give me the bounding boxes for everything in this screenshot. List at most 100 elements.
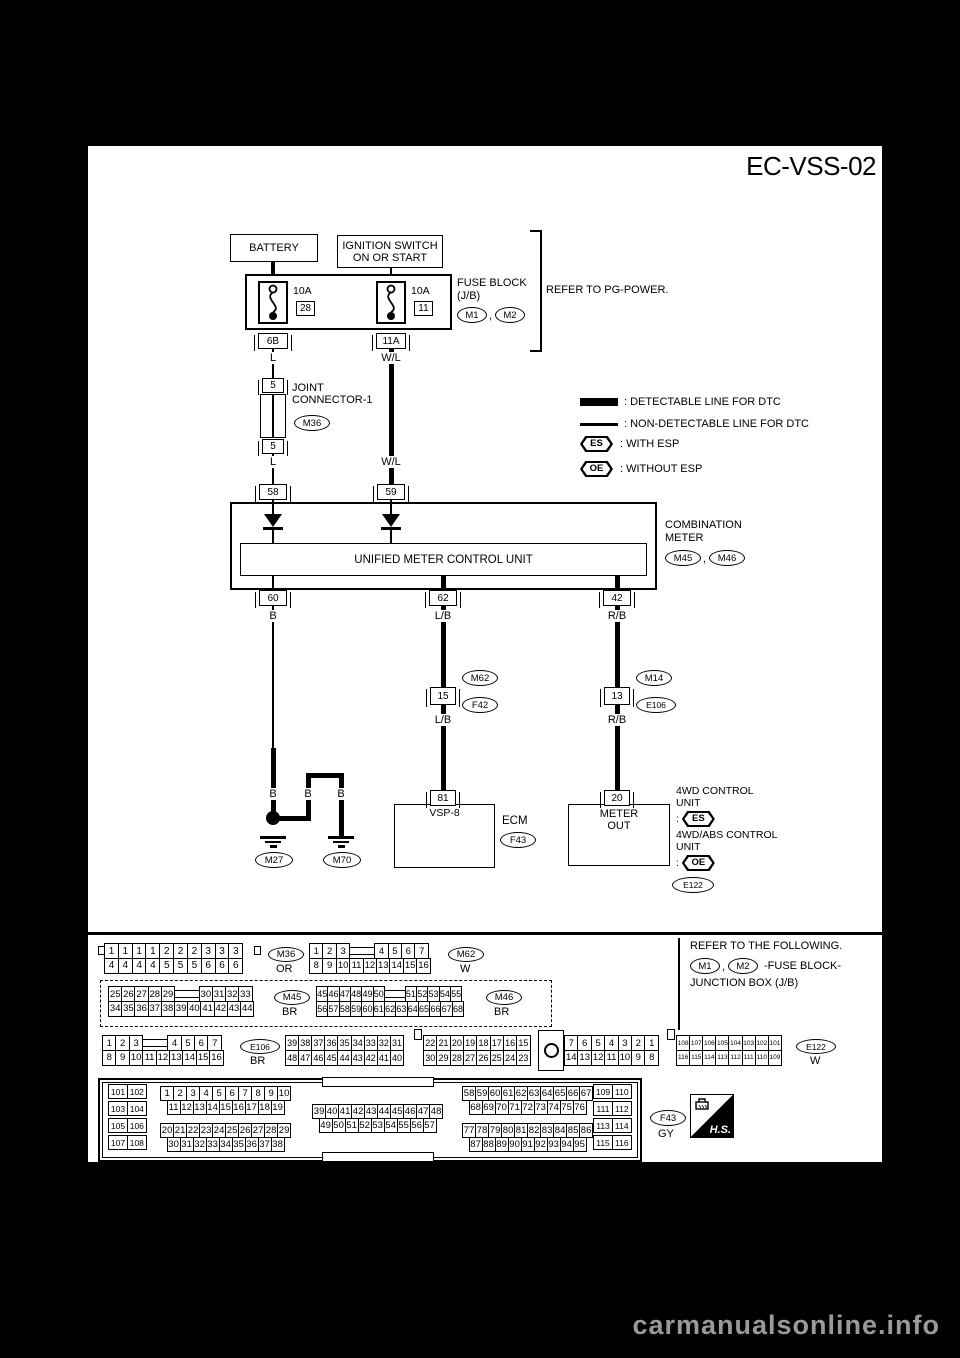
connector-pin: 7	[207, 1035, 223, 1051]
connector-pin: 9	[115, 1049, 130, 1066]
connector-pin: 10	[335, 957, 351, 974]
connector-pin: 57	[327, 1000, 340, 1017]
connector-pin: 4	[604, 1035, 619, 1051]
connector-pin: 2	[173, 943, 189, 959]
connector-color-m46: BR	[494, 1006, 510, 1018]
connector-pin: 101	[108, 1084, 128, 1099]
wire-color-b: B	[259, 610, 287, 622]
connector-pin: 4	[167, 1035, 182, 1051]
connector-color-m36: OR	[276, 963, 293, 975]
connector-pin: 12	[362, 957, 378, 974]
watermark: carmanualsonline.info	[632, 1310, 940, 1340]
meter-out-label-2: OUT	[607, 820, 631, 832]
connector-pin: 15	[402, 957, 418, 974]
connector-pin: 6	[194, 1035, 209, 1051]
connector-pin: 10	[128, 1049, 144, 1066]
connector-color-e106: BR	[250, 1055, 266, 1067]
connector-pin: 23	[516, 1049, 531, 1066]
joint-label-2: CONNECTOR-1	[292, 394, 373, 406]
connector-ref-m2: M2	[495, 307, 525, 323]
meter-out-label-1: METER	[599, 808, 639, 820]
connector-pin: 86	[579, 1123, 594, 1138]
wire	[614, 576, 620, 590]
wire	[614, 705, 620, 790]
4wd-oe-row: : OE	[676, 855, 715, 871]
wire	[338, 773, 344, 836]
ground-icon	[328, 836, 354, 850]
refer-following-title: REFER TO THE FOLLOWING.	[690, 940, 843, 952]
connector-ref-e122: E122	[672, 877, 714, 893]
connector-pin: 1	[644, 1035, 660, 1051]
connector-pin: 6	[401, 943, 416, 959]
connector-pin: 13	[577, 1049, 592, 1066]
connector-pin: 48	[429, 1104, 444, 1119]
4wd-control-label: 4WD CONTROL	[676, 785, 754, 797]
connector-pin: 3	[228, 943, 244, 959]
connector-pin: 95	[572, 1136, 587, 1152]
connector-pin: 64	[406, 1000, 419, 1017]
connector-pin: 11	[142, 1049, 157, 1066]
connector-pin: 105	[108, 1118, 128, 1133]
hs-view-icon: H.S.	[690, 1094, 734, 1138]
connector-ref-m45: M45	[665, 550, 701, 566]
joint-divider	[272, 395, 274, 437]
wire-color-wl2: W/L	[377, 456, 405, 468]
terminal-20: 20	[600, 790, 634, 808]
fuse-block-note: -FUSE BLOCK-	[764, 960, 842, 972]
wire	[388, 349, 394, 484]
connector-pin: 5	[159, 957, 175, 974]
connector-pin: 8	[102, 1049, 117, 1066]
wire	[614, 606, 620, 687]
connector-pin: 9	[631, 1049, 646, 1066]
connector-pin: 3	[335, 943, 351, 959]
connector-pin: 16	[502, 1035, 518, 1051]
page-title: EC-VSS-02	[746, 151, 876, 181]
connector-ref-m36: M36	[294, 415, 330, 431]
connector-pin: 55	[396, 1117, 411, 1133]
connector-pin: 67	[579, 1086, 594, 1101]
connector-pin: 51	[344, 1117, 359, 1133]
connector-pin: 68	[451, 1000, 465, 1017]
connector-pin: 2	[159, 943, 175, 959]
connector-tab	[254, 946, 261, 955]
connector-pin: 5	[180, 1035, 196, 1051]
joint-pin-bottom: 5	[258, 439, 288, 456]
terminal-59: 59	[373, 484, 409, 502]
connector-pin: 1	[145, 943, 161, 959]
connector-pin: 21	[436, 1035, 451, 1051]
connector-pin: 101	[767, 1035, 783, 1051]
connector-pin: 3	[617, 1035, 633, 1051]
connector-pin: 22	[423, 1035, 438, 1051]
connector-pin: 8	[309, 957, 324, 974]
4wd-abs-control-label: 4WD/ABS CONTROL	[676, 829, 778, 841]
connector-ref-m62-grid: M62	[448, 947, 484, 962]
connector-pin: 108	[126, 1135, 147, 1150]
connector-pin: 2	[115, 1035, 130, 1051]
connector-pin: 104	[126, 1101, 147, 1116]
connector-pin: 5	[387, 943, 403, 959]
connector-pin: 1	[104, 943, 119, 959]
connector-tab	[98, 946, 105, 955]
combination-meter-label-2: METER	[665, 532, 704, 544]
connector-pin: 57	[422, 1117, 437, 1133]
connector-pin: 6	[228, 957, 244, 974]
connector-pin: 71	[507, 1099, 522, 1115]
fuse-11-amps: 10A	[411, 285, 430, 297]
wire	[440, 606, 446, 687]
oe-hexagon-icon: OE	[681, 855, 715, 871]
connector-pin: 16	[209, 1049, 224, 1066]
wire-color-b1: B	[266, 788, 280, 800]
dashed-group-box	[100, 980, 552, 1027]
meter-out-box	[568, 804, 670, 866]
legend-without-esp: : WITHOUT ESP	[620, 463, 703, 475]
connector-pin: 29	[436, 1049, 451, 1066]
ground-icon	[260, 836, 286, 850]
